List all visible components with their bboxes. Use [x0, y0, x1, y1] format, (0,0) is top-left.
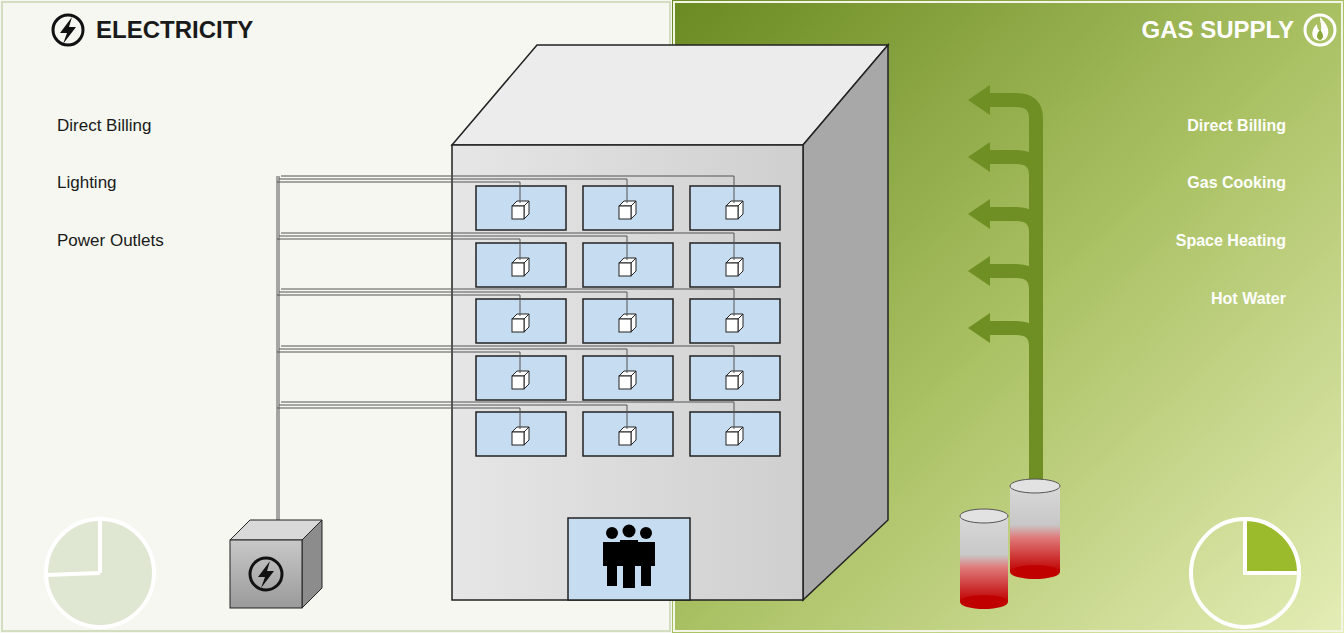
- apartment-window: [583, 186, 673, 230]
- electricity-panel: ELECTRICITY Direct BillingLightingPower O…: [0, 0, 672, 633]
- apartment-window: [476, 412, 566, 456]
- apartment-window: [583, 243, 673, 287]
- apartment-window: [583, 356, 673, 400]
- electric-wiring: [277, 176, 734, 520]
- feature-item: Lighting: [57, 173, 117, 193]
- gas-pipe: [968, 85, 1036, 482]
- apartment-window: [690, 412, 780, 456]
- gas-cylinders: [960, 479, 1060, 609]
- people-icon: [603, 525, 655, 589]
- entrance: [568, 518, 690, 600]
- lightning-icon: [53, 15, 83, 45]
- feature-item: Gas Cooking: [1187, 173, 1286, 192]
- flame-icon: [1305, 15, 1335, 45]
- apartment-window: [690, 356, 780, 400]
- apartment-window: [476, 299, 566, 343]
- electric-meter-box: [230, 520, 322, 608]
- pie-chart: [1191, 519, 1299, 627]
- apartment-window: [690, 243, 780, 287]
- building: [452, 45, 888, 600]
- feature-item: Direct Billing: [57, 116, 151, 136]
- apartment-window: [583, 299, 673, 343]
- gas-supply-panel: GAS SUPPLY Direct BillingGas CookingSpace…: [672, 0, 1344, 633]
- feature-item: Power Outlets: [57, 231, 164, 251]
- apartment-window: [690, 186, 780, 230]
- feature-item: Hot Water: [1211, 289, 1286, 308]
- apartment-window: [476, 186, 566, 230]
- feature-item: Direct Billing: [1187, 116, 1286, 135]
- apartment-window: [583, 412, 673, 456]
- feature-item: Space Heating: [1176, 231, 1286, 250]
- apartment-window: [476, 356, 566, 400]
- panel-heading: GAS SUPPLY: [1142, 16, 1295, 45]
- apartment-window: [476, 243, 566, 287]
- apartment-window: [690, 299, 780, 343]
- pie-chart: [46, 519, 154, 627]
- panel-heading: ELECTRICITY: [96, 16, 253, 45]
